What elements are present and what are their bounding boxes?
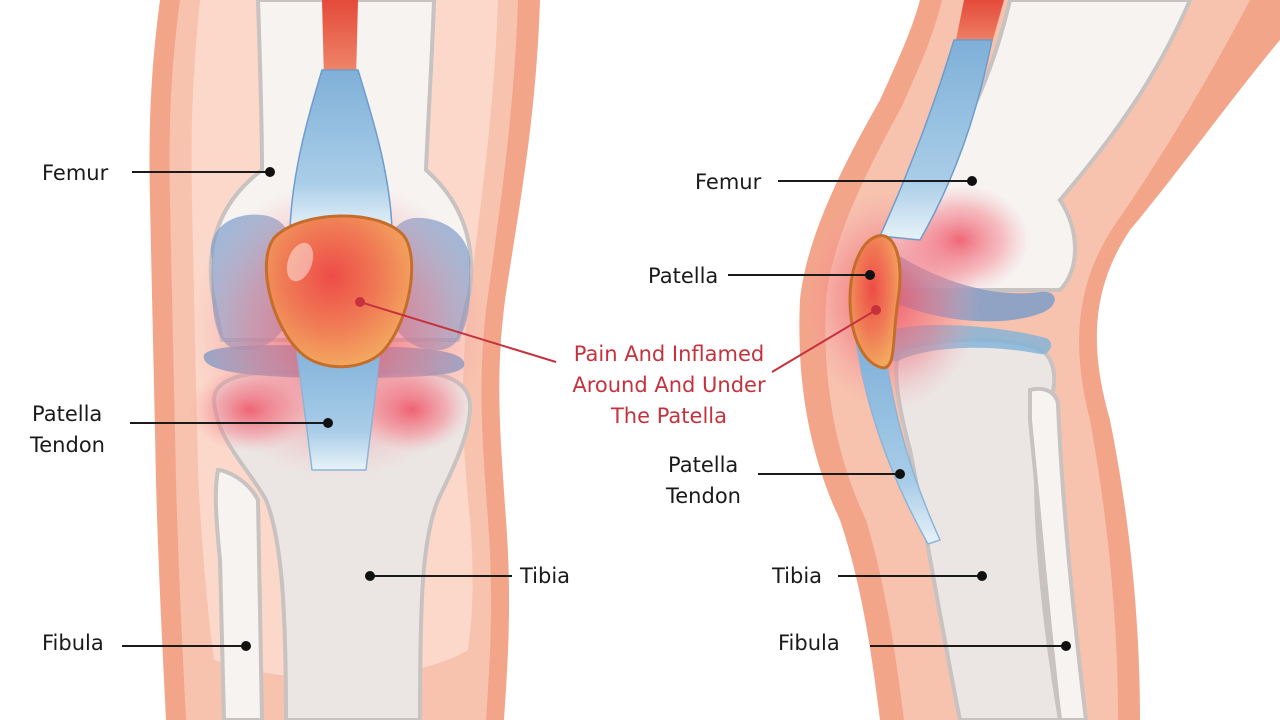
side-label-tibia: Tibia (771, 564, 822, 588)
front-label-patella-tendon-1: Patella (32, 402, 102, 426)
callout-side-dot (871, 305, 881, 315)
front-fibula-dot (241, 641, 251, 651)
front-quadriceps-muscle (322, 0, 358, 80)
front-fibula (213, 467, 265, 720)
front-label-femur: Femur (42, 161, 109, 185)
front-label-patella-tendon-2: Tendon (29, 433, 105, 457)
callout-leaders (355, 297, 881, 373)
side-tendon-dot (895, 469, 905, 479)
side-leaders (728, 176, 1071, 651)
side-label-patella: Patella (648, 264, 718, 288)
side-patella-dot (865, 270, 875, 280)
front-patella-highlight (286, 242, 314, 282)
callout-line-3: The Patella (610, 404, 727, 428)
side-label-patella-tendon-2: Tendon (665, 484, 741, 508)
callout-line-2: Around And Under (572, 373, 766, 397)
side-labels: Femur Patella Patella Tendon Tibia Fibul… (648, 170, 840, 655)
side-quadriceps-muscle (954, 0, 1004, 50)
front-tendon-dot (323, 418, 333, 428)
side-knee-illustration (799, 0, 1280, 720)
front-femur-dot (265, 167, 275, 177)
side-quadriceps-tendon (878, 39, 993, 241)
front-labels: Femur Patella Tendon Tibia Fibula (29, 161, 570, 655)
front-inflammation-lower-left (188, 368, 312, 452)
side-femur-dot (967, 176, 977, 186)
front-knee-illustration (149, 0, 540, 720)
side-fibula-dot (1061, 641, 1071, 651)
side-patellar-tendon (855, 339, 942, 545)
front-tibia-dot (365, 571, 375, 581)
front-patella (265, 214, 414, 369)
side-fibula (1028, 386, 1089, 720)
side-label-femur: Femur (695, 170, 762, 194)
side-label-fibula: Fibula (778, 631, 840, 655)
front-patellar-tendon (295, 339, 381, 471)
callout-line-1: Pain And Inflamed (574, 342, 764, 366)
front-label-tibia: Tibia (519, 564, 570, 588)
front-label-fibula: Fibula (42, 631, 104, 655)
callout-front-dot (355, 297, 365, 307)
front-inflammation-lower-right (354, 368, 470, 452)
front-leaders (122, 167, 512, 651)
side-label-patella-tendon-1: Patella (668, 453, 738, 477)
side-tibia-dot (977, 571, 987, 581)
callout-text: Pain And Inflamed Around And Under The P… (572, 342, 766, 428)
